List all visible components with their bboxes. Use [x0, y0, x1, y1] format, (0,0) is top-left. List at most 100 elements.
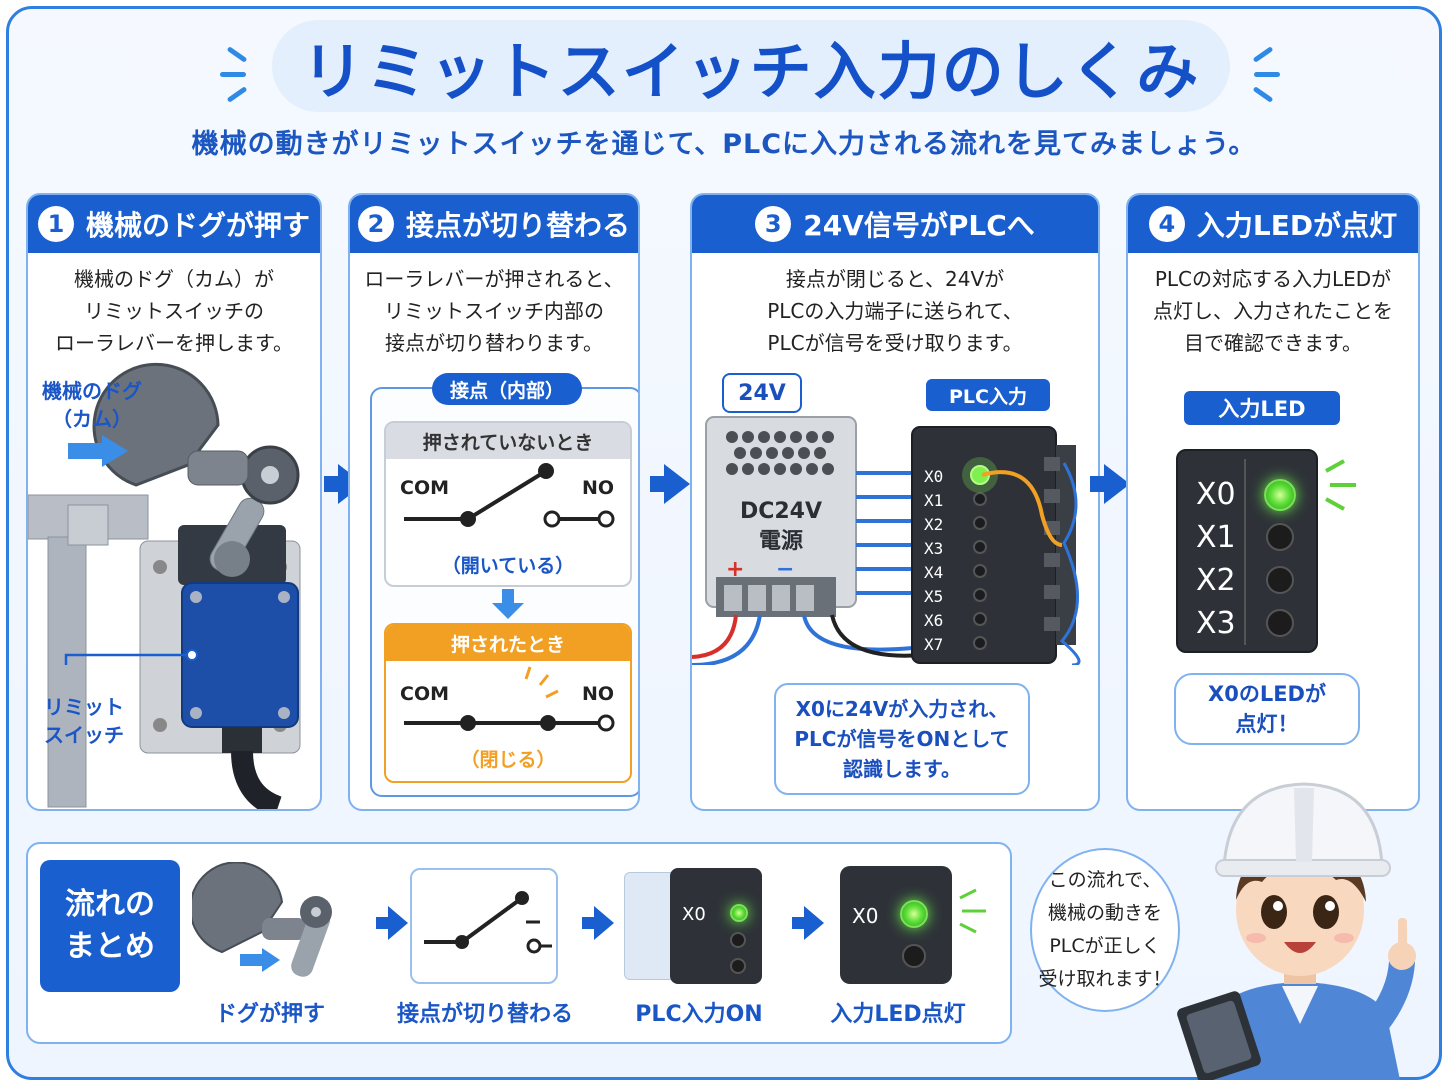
- label-line: 電源: [758, 529, 803, 554]
- flow-arrow-icon: [1090, 464, 1130, 504]
- step-header: 1 機械のドグが押す: [28, 195, 320, 253]
- down-arrow-icon: [492, 589, 524, 619]
- desc-line: PLCが信号を受け取ります。: [767, 331, 1023, 355]
- step-number: 4: [1148, 206, 1185, 242]
- led-on-icon: [900, 900, 928, 928]
- step-description: 機械のドグ（カム）が リミットスイッチの ローラレバーを押します。: [28, 253, 320, 359]
- summary-label: 流れの まとめ: [40, 860, 180, 992]
- terminal-label: X7: [924, 635, 944, 654]
- desc-line: PLCの入力端子に送られて、: [767, 299, 1023, 323]
- note-line: X0のLEDが: [1208, 682, 1326, 706]
- divider: [1244, 459, 1246, 645]
- step-panel-2: 2 接点が切り替わる ローラレバーが押されると、 リミットスイッチ内部の 接点が…: [348, 193, 640, 811]
- speech-line: 機械の動きを: [1047, 902, 1162, 924]
- led-label: X2: [1196, 563, 1236, 598]
- led-off-icon: [730, 932, 746, 948]
- label-line: まとめ: [65, 929, 155, 964]
- led-label: X1: [1196, 520, 1236, 555]
- step-description: PLCの対応する入力LEDが 点灯し、入力されたことを 目で確認できます。: [1128, 253, 1418, 359]
- desc-line: リミットスイッチ内部の: [384, 299, 604, 323]
- led-off-icon: [1266, 523, 1294, 551]
- psu-plc-wiring: [692, 416, 1081, 665]
- summary-contact: [410, 868, 558, 984]
- note-line: 点灯！: [1235, 712, 1299, 736]
- led-off-icon: [1266, 566, 1294, 594]
- step-title: 機械のドグが押す: [85, 209, 310, 242]
- led-x0-label: X0: [852, 904, 879, 928]
- led-labels: X0 X1 X2 X3: [1196, 473, 1236, 645]
- open-contact-icon: [404, 463, 615, 528]
- led-off-icon: [902, 944, 926, 968]
- summary-arrow-icon: [582, 906, 614, 940]
- led-label: X0: [1196, 477, 1236, 512]
- desc-line: 接点が閉じると、24Vが: [785, 267, 1005, 291]
- terminal-label: X1: [924, 491, 944, 510]
- led-on-icon: [730, 904, 748, 922]
- com-label: COM: [400, 477, 450, 499]
- led-note: X0のLEDが 点灯！: [1174, 673, 1360, 745]
- summary-arrow-icon: [376, 906, 408, 940]
- desc-line: リミットスイッチの: [84, 299, 264, 323]
- label-line: スイッチ: [44, 723, 124, 747]
- plc-tag: PLC入力: [926, 379, 1050, 411]
- step-number: 1: [37, 206, 74, 242]
- state-open: 押されていないとき COM NO （開いている）: [384, 421, 632, 587]
- terminal-list: X0 X1 X2 X3 X4 X5 X6 X7: [924, 465, 943, 657]
- contact-title: 接点（内部）: [432, 373, 582, 405]
- led-module: X0 X1 X2 X3: [1176, 449, 1318, 653]
- plc-x0-label: X0: [682, 904, 706, 925]
- limit-switch-illustration: [28, 362, 301, 809]
- summary-caption: 入力LED点灯: [830, 1002, 966, 1027]
- speech-line: PLCが正しく: [1049, 935, 1161, 957]
- label-line: 機械のドグ: [42, 379, 142, 403]
- dog-press-icon: [192, 862, 332, 977]
- terminal-label: X5: [924, 587, 944, 606]
- step-panel-1: 1 機械のドグが押す 機械のドグ（カム）が リミットスイッチの ローラレバーを押…: [26, 193, 322, 811]
- note-line: X0に24Vが入力され、: [795, 697, 1009, 721]
- led-off-icon: [1266, 609, 1294, 637]
- label-line: DC24V: [739, 499, 823, 524]
- summary-caption: PLC入力ON: [635, 1002, 763, 1027]
- terminal-label: X2: [924, 515, 944, 534]
- note-line: 認識します。: [843, 757, 961, 781]
- state-caption: （閉じる）: [460, 749, 556, 771]
- mascot-speech-bubble: この流れで、 機械の動きを PLCが正しく 受け取れます！: [1030, 848, 1180, 1012]
- step-description: 接点が閉じると、24Vが PLCの入力端子に送られて、 PLCが信号を受け取りま…: [692, 253, 1098, 359]
- terminal-label: X6: [924, 611, 944, 630]
- led-label: X3: [1196, 606, 1236, 641]
- step-number: 2: [357, 206, 394, 242]
- page-title: リミットスイッチ入力のしくみ: [272, 20, 1230, 112]
- note-line: PLCが信号をONとして: [794, 727, 1010, 751]
- com-label: COM: [400, 683, 450, 705]
- dog-label: 機械のドグ （カム）: [42, 377, 142, 433]
- desc-line: 目で確認できます。: [1184, 331, 1362, 355]
- led-off-icon: [730, 958, 746, 974]
- plc-note: X0に24Vが入力され、 PLCが信号をONとして 認識します。: [774, 683, 1030, 795]
- step-panel-3: 3 24V信号がPLCへ 接点が閉じると、24Vが PLCの入力端子に送られて、…: [690, 193, 1100, 811]
- page-subtitle: 機械の動きがリミットスイッチを通じて、PLCに入力される流れを見てみましょう。: [191, 129, 1257, 160]
- voltage-tag: 24V: [722, 373, 802, 413]
- psu-minus-label: −: [776, 557, 795, 582]
- summary-caption: ドグが押す: [214, 1002, 325, 1027]
- engineer-mascot-icon: [1177, 782, 1416, 1080]
- glow-rays-icon: [1325, 459, 1356, 511]
- title-spark: [1254, 72, 1280, 77]
- closed-contact-icon: [404, 666, 615, 732]
- step-number: 3: [755, 206, 792, 242]
- state-closed: 押されたとき COM NO （閉じる）: [384, 623, 632, 783]
- flow-arrow-icon: [650, 464, 690, 504]
- terminal-label: X4: [924, 563, 944, 582]
- step-header: 3 24V信号がPLCへ: [692, 195, 1098, 253]
- step-header: 4 入力LEDが点灯: [1128, 195, 1418, 253]
- desc-line: 機械のドグ（カム）が: [74, 267, 274, 291]
- no-label: NO: [581, 477, 614, 499]
- contact-diagram: 接点（内部） 押されていないとき COM NO （開いている） 押されたとき C…: [370, 373, 638, 797]
- desc-line: ローラレバーを押します。: [55, 331, 293, 355]
- step-header: 2 接点が切り替わる: [350, 195, 638, 253]
- no-label: NO: [581, 683, 614, 705]
- step-title: 入力LEDが点灯: [1196, 209, 1398, 242]
- summary-plc: X0: [624, 868, 764, 984]
- plc-body: X0: [670, 868, 762, 984]
- summary-panel: 流れの まとめ ドグが押す 接点が切り替わる X0: [26, 842, 1012, 1044]
- label-line: （カム）: [52, 407, 132, 431]
